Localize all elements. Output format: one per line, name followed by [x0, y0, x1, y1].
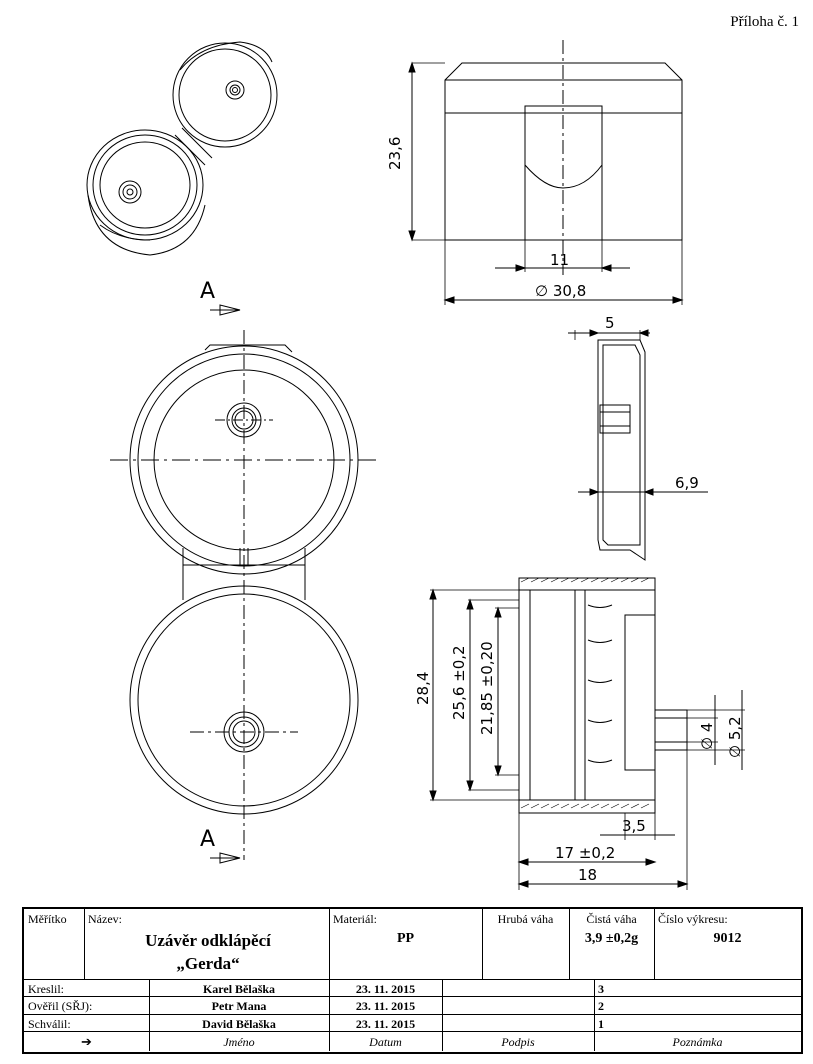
dim-lid-offset: 6,9 — [675, 474, 699, 492]
row-name: David Bělaška — [202, 1017, 276, 1031]
product-name-line2: „Gerda“ — [176, 954, 240, 973]
section-view — [429, 329, 745, 890]
dim-pin-length: 3,5 — [622, 817, 646, 835]
footer-date: Datum — [369, 1035, 402, 1049]
drawing-no-value: 9012 — [713, 931, 742, 946]
dim-slot-width: 11 — [550, 251, 569, 269]
technical-drawing: 23,6 11 ∅ 30,8 5 6,9 28,4 25,6 ±0,2 21,8… — [86, 40, 745, 890]
front-view — [408, 40, 684, 305]
dim-thread-outer: 25,6 ±0,2 — [450, 645, 468, 720]
dim-total-height: 28,4 — [414, 672, 432, 705]
row-date: 23. 11. 2015 — [355, 1017, 416, 1031]
dim-lid-depth: 5 — [605, 314, 615, 332]
row-role: Schválil: — [28, 1017, 71, 1031]
isometric-view — [86, 41, 278, 256]
section-letter-top: A — [200, 279, 215, 304]
annex-label: Příloha č. 1 — [730, 14, 799, 30]
row-role: Ověřil (SŘJ): — [28, 999, 93, 1013]
dim-pin-large: ∅ 5,2 — [726, 716, 744, 758]
scale-label: Měřítko — [28, 912, 67, 926]
title-block: Měřítko Název: Uzávěr odklápěcí „Gerda“ … — [22, 907, 803, 1054]
row-name: Petr Mana — [211, 999, 267, 1013]
dim-outer-diameter: ∅ 30,8 — [535, 282, 586, 300]
drawing-no-label: Číslo výkresu: — [658, 912, 728, 926]
row-note: 3 — [598, 982, 604, 996]
dim-pin-small: ∅ 4 — [698, 723, 716, 750]
footer-note: Poznámka — [672, 1035, 723, 1049]
dim-body-height: 17 ±0,2 — [555, 844, 615, 862]
material-label: Materiál: — [333, 912, 377, 926]
row-note: 1 — [598, 1017, 604, 1031]
footer-arrow-icon: ➔ — [81, 1034, 92, 1049]
row-date: 23. 11. 2015 — [355, 999, 416, 1013]
section-letter-bottom: A — [200, 827, 215, 852]
gross-weight-label: Hrubá váha — [497, 912, 554, 926]
net-weight-value: 3,9 ±0,2g — [584, 931, 639, 946]
top-view — [110, 304, 380, 864]
footer-name: Jméno — [223, 1035, 255, 1049]
name-label: Název: — [88, 912, 122, 926]
row-name: Karel Bělaška — [202, 982, 276, 996]
product-name-line1: Uzávěr odklápěcí — [145, 931, 271, 950]
dim-height-top: 23,6 — [386, 137, 404, 170]
net-weight-label: Čistá váha — [586, 912, 637, 926]
row-note: 2 — [598, 999, 604, 1013]
material-value: PP — [396, 931, 415, 946]
dim-thread-inner: 21,85 ±0,20 — [478, 641, 496, 735]
row-role: Kreslil: — [28, 982, 64, 996]
footer-sign: Podpis — [501, 1035, 535, 1049]
row-date: 23. 11. 2015 — [355, 982, 416, 996]
dim-overall-width: 18 — [578, 866, 597, 884]
